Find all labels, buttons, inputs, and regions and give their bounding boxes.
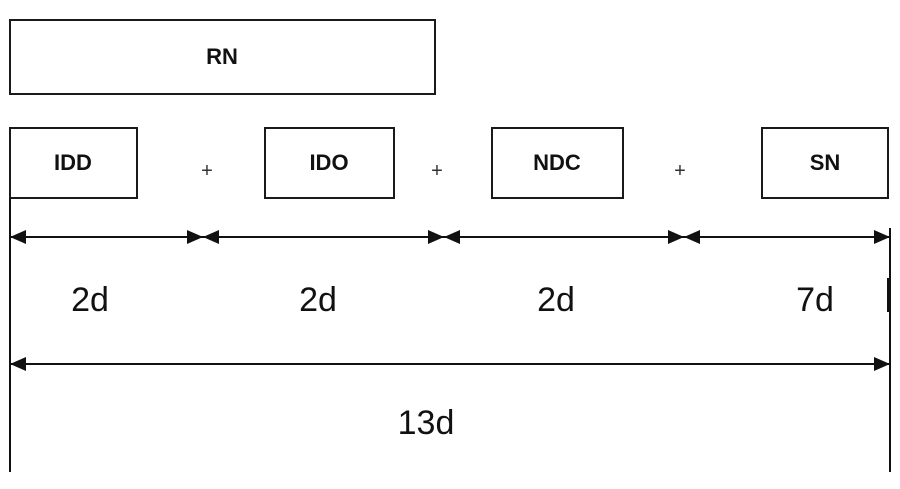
arrowhead-icon xyxy=(187,230,203,244)
length-label-ndc: 2d xyxy=(537,281,575,319)
length-label-sn: 7d xyxy=(796,281,834,319)
length-label-ido: 2d xyxy=(299,281,337,319)
total-length-label: 13d xyxy=(398,404,455,442)
arrowhead-left-icon xyxy=(10,230,26,244)
field-label-sn: SN xyxy=(810,150,841,175)
field-box-idd: IDD xyxy=(9,127,138,199)
arrowhead-icon xyxy=(428,230,444,244)
plus-separator-2: + xyxy=(431,160,443,182)
field-label-ido: IDO xyxy=(309,150,348,175)
field-box-ndc: NDC xyxy=(491,127,624,199)
field-box-ido: IDO xyxy=(264,127,395,199)
plus-separator-1: + xyxy=(201,160,213,182)
arrowhead-right-icon xyxy=(874,357,890,371)
rn-box: RN xyxy=(9,19,436,95)
field-label-ndc: NDC xyxy=(533,150,581,175)
field-label-idd: IDD xyxy=(54,150,92,175)
field-box-sn: SN xyxy=(761,127,889,199)
arrowhead-right-icon xyxy=(874,230,890,244)
arrowhead-icon xyxy=(203,230,219,244)
arrowhead-icon xyxy=(444,230,460,244)
arrowhead-icon xyxy=(684,230,700,244)
rn-label: RN xyxy=(206,44,238,69)
plus-separator-3: + xyxy=(674,160,686,182)
arrowhead-icon xyxy=(668,230,684,244)
arrowhead-left-icon xyxy=(10,357,26,371)
length-label-idd: 2d xyxy=(71,281,109,319)
